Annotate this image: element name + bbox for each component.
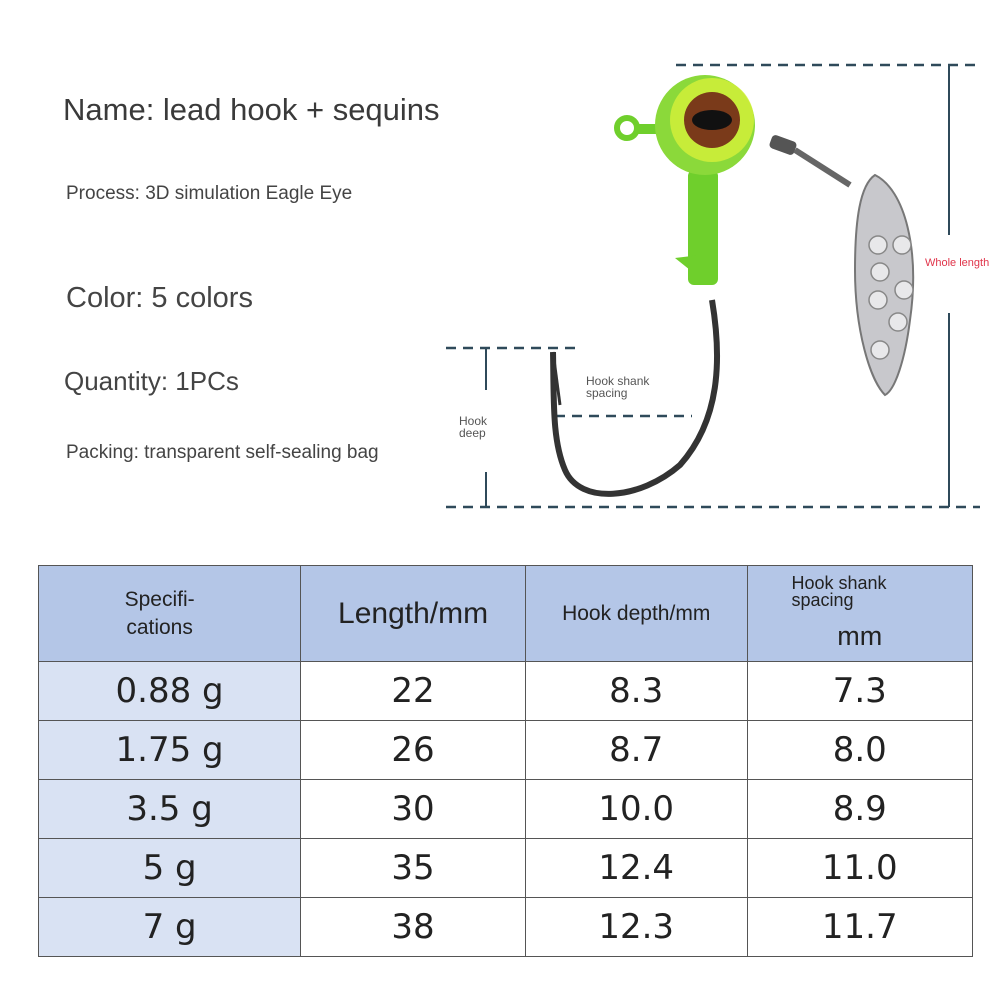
header-length: Length/mm <box>300 565 526 662</box>
cell-depth: 10.0 <box>524 779 748 839</box>
cell-spec: 0.88 g <box>37 661 302 721</box>
table-header-row: Specifi- cations Length/mm Hook depth/mm… <box>37 565 973 662</box>
hook-icon <box>550 299 721 497</box>
cell-length: 30 <box>300 779 526 839</box>
quantity-text: Quantity: 1PCs <box>64 366 239 396</box>
cell-spec: 1.75 g <box>37 720 302 780</box>
header-spec-text: Specifi- cations <box>124 587 195 639</box>
dimension-lines <box>446 63 980 509</box>
cell-spacing: 11.7 <box>746 897 973 957</box>
spec-table: Specifi- cations Length/mm Hook depth/mm… <box>37 565 973 957</box>
cell-length: 35 <box>300 838 526 898</box>
cell-spec: 7 g <box>37 897 302 957</box>
packing-text: Packing: transparent self-sealing bag <box>66 442 379 463</box>
cell-spec: 5 g <box>37 838 302 898</box>
jig-head-icon <box>614 75 755 285</box>
cell-spacing: 7.3 <box>746 661 973 721</box>
lure-diagram <box>446 63 980 509</box>
cell-spacing: 8.9 <box>746 779 973 839</box>
cell-depth: 12.4 <box>524 838 748 898</box>
color-text: Color: 5 colors <box>66 282 253 314</box>
header-depth: Hook depth/mm <box>524 565 748 662</box>
whole-length-label: Whole length <box>925 257 990 269</box>
cell-spacing: 11.0 <box>746 838 973 898</box>
cell-depth: 12.3 <box>524 897 748 957</box>
cell-depth: 8.7 <box>524 720 748 780</box>
header-spacing: Hook shank spacing mm <box>746 565 973 662</box>
cell-spec: 3.5 g <box>37 779 302 839</box>
header-spec: Specifi- cations <box>37 565 302 662</box>
cell-length: 38 <box>300 897 526 957</box>
header-spacing-text: Hook shank spacing <box>791 573 887 610</box>
product-name: Name: lead hook + sequins <box>63 92 440 127</box>
cell-length: 22 <box>300 661 526 721</box>
cell-depth: 8.3 <box>524 661 748 721</box>
cell-length: 26 <box>300 720 526 780</box>
header-spacing-unit: mm <box>837 621 883 651</box>
cell-spacing: 8.0 <box>746 720 973 780</box>
hook-deep-label: Hook deep <box>459 414 488 440</box>
process-text: Process: 3D simulation Eagle Eye <box>66 183 353 204</box>
hook-shank-spacing-label: Hook shank spacing <box>586 374 650 400</box>
swivel-icon <box>769 135 852 188</box>
